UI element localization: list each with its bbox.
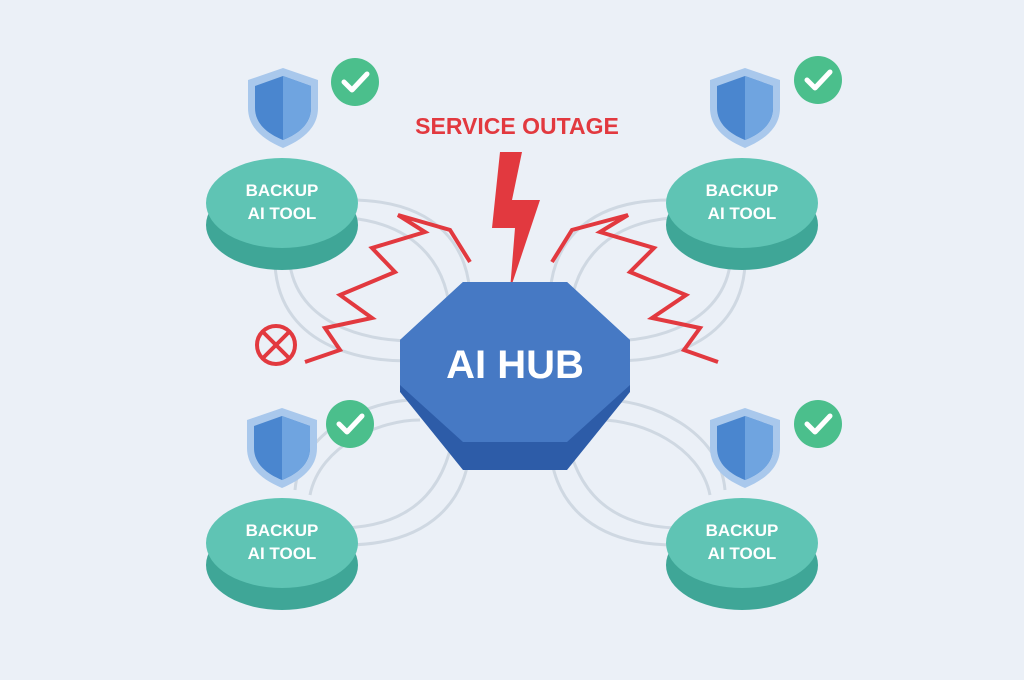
node-top [666, 158, 818, 248]
node-label-line2: AI TOOL [248, 544, 317, 563]
shield-icon [248, 68, 318, 148]
node-label-line1: BACKUP [706, 181, 779, 200]
connector-bottom-right-3 [604, 398, 727, 491]
node-label-line1: BACKUP [706, 521, 779, 540]
shield-icon [710, 68, 780, 148]
check-icon [331, 58, 379, 106]
outage-zigzags [304, 213, 719, 364]
node-label-line2: AI TOOL [708, 204, 777, 223]
connector-top-left-3 [288, 264, 431, 343]
backup-node-bottom-right[interactable]: BACKUP AI TOOL [666, 400, 842, 610]
service-outage-label: SERVICE OUTAGE [415, 113, 619, 139]
check-icon [794, 400, 842, 448]
node-label-line2: AI TOOL [708, 544, 777, 563]
ai-hub-face [400, 282, 630, 442]
node-top [666, 498, 818, 588]
shield-icon [247, 408, 317, 488]
check-icon [326, 400, 374, 448]
ai-hub-label: AI HUB [446, 343, 584, 387]
connector-top-left-1 [349, 198, 472, 301]
zigzag-left [304, 213, 472, 364]
connector-bottom-right-4 [599, 418, 712, 496]
lightning-bolt-icon [492, 152, 540, 290]
backup-node-bottom-left[interactable]: BACKUP AI TOOL [206, 400, 374, 610]
node-label-line1: BACKUP [246, 521, 319, 540]
node-top [206, 498, 358, 588]
backup-node-top-left[interactable]: BACKUP AI TOOL [206, 58, 379, 270]
connector-top-right-1 [548, 198, 671, 301]
ai-hub[interactable]: AI HUB [400, 282, 630, 470]
connector-bottom-left-1 [344, 439, 472, 547]
check-icon [794, 56, 842, 104]
node-top [206, 158, 358, 248]
node-label-line2: AI TOOL [248, 204, 317, 223]
zigzag-right [550, 213, 719, 364]
node-label-line1: BACKUP [246, 181, 319, 200]
cross-circle-icon [255, 324, 297, 366]
connector-top-left-2 [349, 216, 452, 321]
backup-node-top-right[interactable]: BACKUP AI TOOL [666, 56, 842, 270]
shield-icon [710, 408, 780, 488]
